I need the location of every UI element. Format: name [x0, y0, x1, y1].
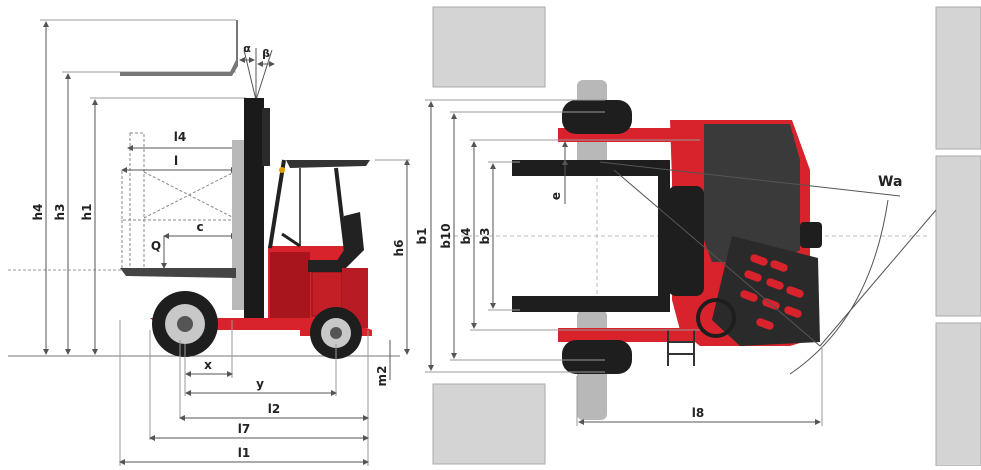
label-e: e — [549, 192, 563, 200]
load-box-outline — [121, 169, 235, 221]
label-Q: Q — [151, 239, 161, 253]
label-x: x — [204, 358, 212, 372]
label-h1: h1 — [80, 204, 94, 221]
label-alpha: α — [243, 42, 251, 55]
aisle-block-1 — [935, 6, 981, 150]
lowered-fork — [120, 268, 236, 278]
fork-lower — [512, 296, 668, 312]
label-b3: b3 — [478, 228, 492, 245]
label-h4: h4 — [31, 204, 45, 221]
label-l1: l1 — [238, 446, 250, 460]
engine-cover — [712, 236, 820, 346]
label-c: c — [196, 220, 203, 234]
label-y: y — [256, 377, 264, 391]
label-l8: l8 — [692, 406, 704, 420]
label-b1: b1 — [415, 228, 429, 245]
front-wheel — [152, 291, 218, 357]
seat — [332, 212, 364, 268]
label-l2: l2 — [268, 402, 280, 416]
label-m2: m2 — [375, 366, 389, 387]
wheel-top-view-lower — [562, 340, 632, 374]
label-h3: h3 — [53, 204, 67, 221]
top-view: Wa b1 b10 b4 b3 e l8 — [415, 6, 981, 467]
frame-bottom — [558, 328, 708, 342]
cab-roof — [286, 160, 370, 168]
load-backrest-outline — [129, 132, 145, 274]
label-h6: h6 — [392, 240, 406, 257]
mast — [244, 98, 264, 320]
cab-top — [704, 124, 800, 262]
label-b10: b10 — [439, 223, 453, 248]
raised-fork — [120, 20, 238, 76]
carriage — [232, 140, 244, 310]
rear-wheel — [310, 307, 362, 359]
wheel-top-view-upper — [562, 100, 632, 134]
pallet-block-bottom-left — [432, 383, 546, 465]
label-l7: l7 — [238, 422, 250, 436]
aisle-block-2 — [935, 155, 981, 317]
label-Wa: Wa — [878, 174, 902, 190]
label-b4: b4 — [459, 228, 473, 245]
aisle-block-3 — [935, 322, 981, 467]
side-view: h4 h3 h1 h6 m2 α β l4 l c Q — [8, 19, 410, 466]
label-l4: l4 — [174, 130, 186, 144]
label-beta: β — [262, 47, 270, 60]
steering-wheel-top — [696, 298, 736, 338]
mast-top — [668, 186, 704, 296]
pallet-block-top-left — [432, 6, 546, 88]
label-l: l — [174, 154, 178, 168]
fork-upper — [512, 160, 668, 176]
turning-arc — [789, 199, 889, 375]
